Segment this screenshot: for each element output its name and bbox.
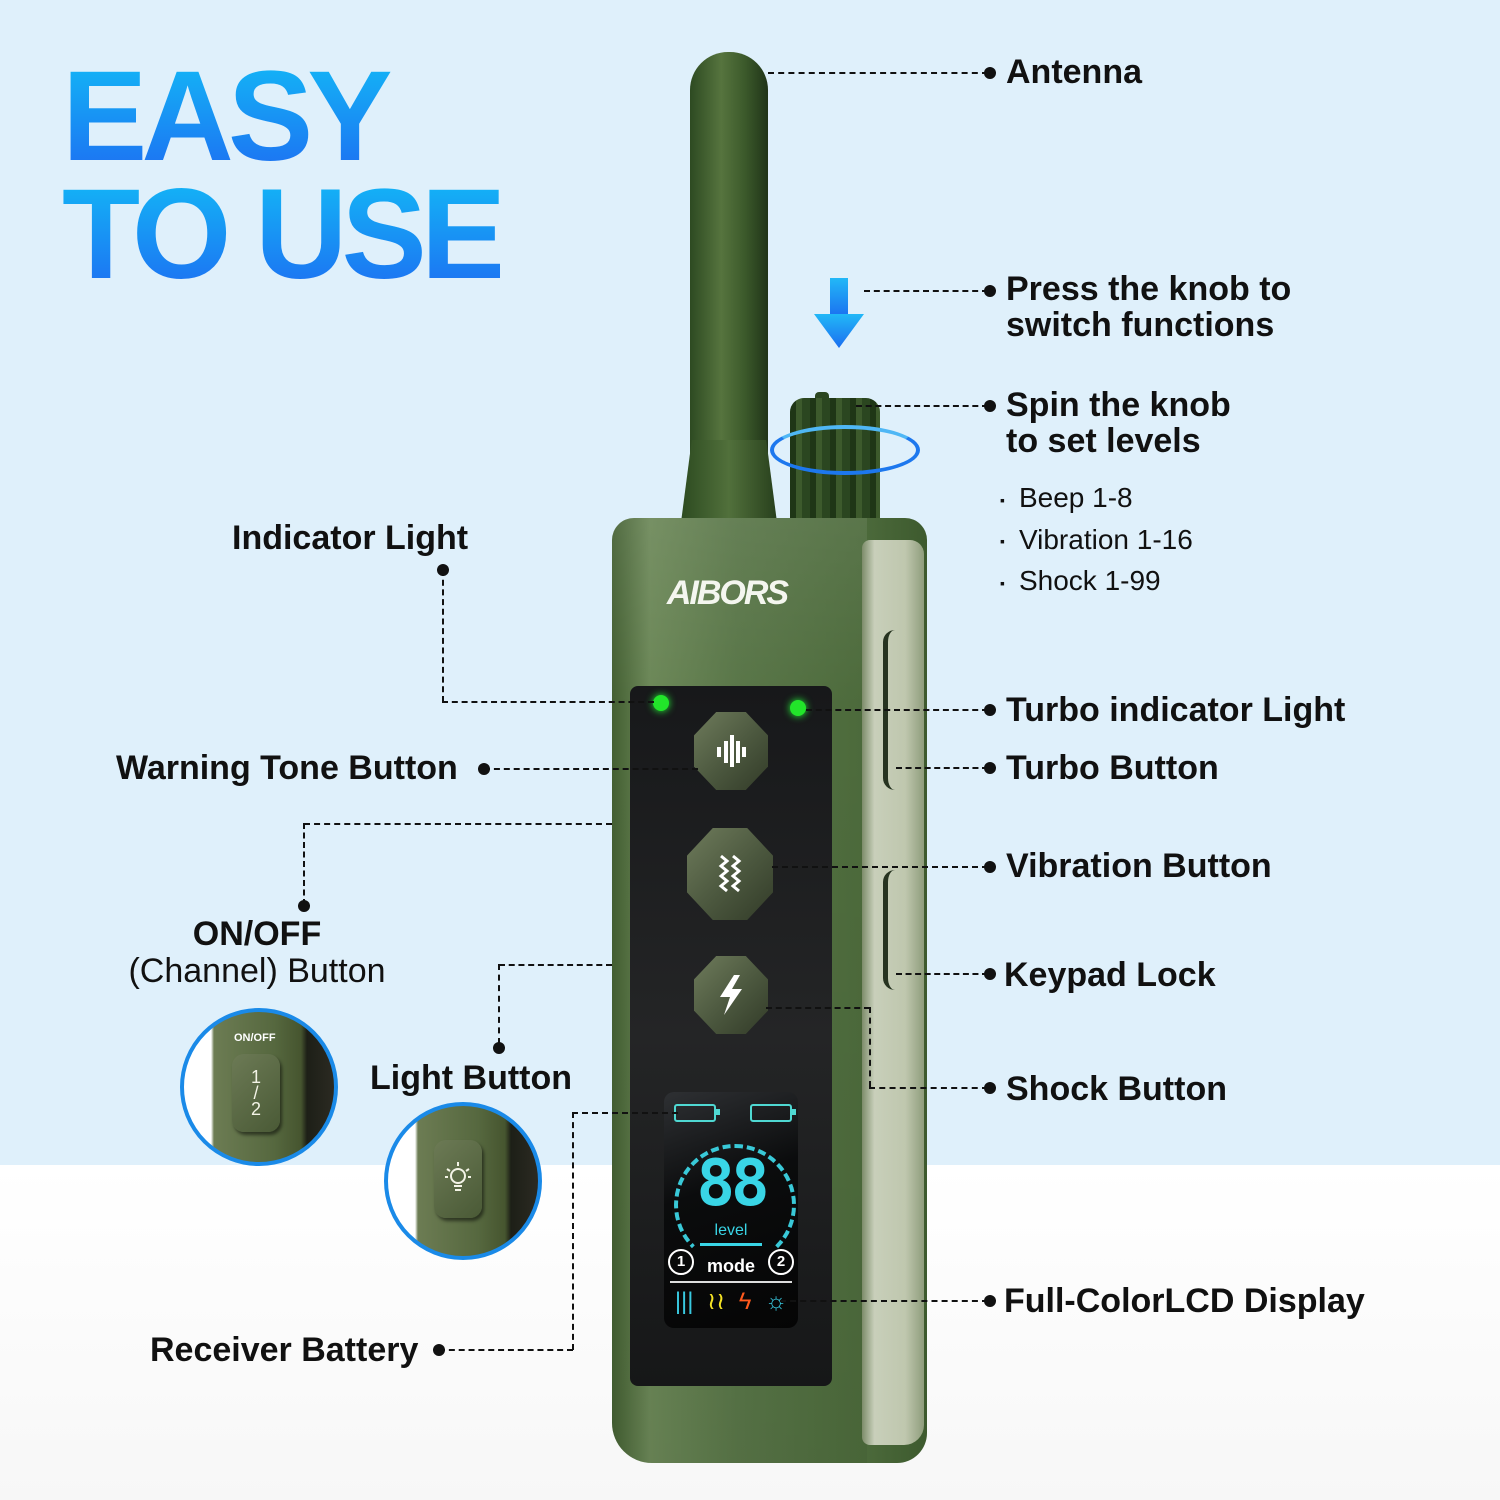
label-spin-knob-2: to set levels	[1006, 422, 1201, 460]
lcd-dot	[984, 1295, 996, 1307]
shock-leader-h1	[766, 1007, 870, 1009]
sound-wave-icon: |||	[674, 1288, 694, 1315]
headline-line-1: EASY	[62, 53, 500, 181]
vibration-button[interactable]	[687, 828, 773, 920]
light-bulb-icon	[445, 1162, 471, 1191]
label-turbo-indicator-light: Turbo indicator Light	[1006, 691, 1346, 729]
light-button[interactable]	[434, 1140, 482, 1218]
keypad-lock-dot	[984, 968, 996, 980]
label-vibration-button: Vibration Button	[1006, 847, 1272, 885]
light-button-dot	[493, 1042, 505, 1054]
receiver-battery-leader-h	[439, 1349, 573, 1351]
channel-1-text: 1	[250, 1067, 261, 1087]
level-underline	[700, 1243, 762, 1246]
turbo-button-dot	[984, 762, 996, 774]
level-range-beep: Beep 1-8	[1000, 478, 1193, 520]
receiver-battery-leader-v	[572, 1112, 574, 1350]
shock-icon: ϟ	[738, 1288, 752, 1315]
label-press-knob-2: switch functions	[1006, 306, 1275, 344]
on-off-leader-h	[304, 823, 612, 825]
antenna-base	[680, 440, 778, 530]
channel-2-text: 2	[250, 1099, 261, 1119]
label-receiver-battery: Receiver Battery	[150, 1331, 419, 1369]
on-off-inset-label: ON/OFF	[234, 1032, 276, 1044]
level-arc	[674, 1144, 796, 1266]
keypad-lock-switch[interactable]	[883, 870, 908, 990]
keypad-lock-leader	[896, 973, 988, 975]
label-keypad-lock: Keypad Lock	[1004, 956, 1216, 994]
turbo-button-leader	[896, 767, 988, 769]
label-shock-button: Shock Button	[1006, 1070, 1227, 1108]
receiver-battery-icon	[674, 1104, 720, 1122]
antenna-dot	[984, 67, 996, 79]
shock-leader-v	[869, 1007, 871, 1087]
down-arrow-icon	[814, 278, 864, 348]
on-off-leader-v	[303, 823, 305, 905]
indicator-light-leader-h	[442, 701, 654, 703]
lightning-icon	[720, 975, 742, 1015]
lcd-mode-icons: ||| ≀≀ ϟ ☼	[668, 1288, 794, 1316]
remote-battery-icon	[750, 1104, 796, 1122]
indicator-light-leader-v	[442, 570, 444, 702]
light-bulb-icon: ☼	[765, 1288, 788, 1315]
press-knob-leader	[864, 290, 988, 292]
label-indicator-light: Indicator Light	[232, 519, 469, 557]
spin-knob-leader	[856, 405, 988, 407]
antenna-leader	[768, 72, 988, 74]
warning-tone-button[interactable]	[694, 712, 768, 790]
label-spin-knob-1: Spin the knob	[1006, 386, 1231, 424]
label-on-off-1: ON/OFF	[192, 915, 322, 953]
rotate-arrow-icon	[770, 425, 920, 475]
headline-line-2: TO USE	[62, 163, 506, 306]
mode-label: mode	[706, 1256, 755, 1276]
device-side-rail	[862, 540, 924, 1445]
vibration-icon	[718, 854, 742, 893]
shock-button[interactable]	[694, 956, 768, 1034]
label-antenna: Antenna	[1006, 53, 1142, 91]
receiver-battery-leader-top	[572, 1112, 678, 1114]
warning-tone-leader	[484, 768, 698, 770]
label-turbo-button: Turbo Button	[1006, 749, 1219, 787]
mode-underline	[670, 1281, 792, 1283]
on-off-button-inset: ON/OFF 1 / 2	[180, 1008, 338, 1166]
vibration-leader	[772, 866, 988, 868]
label-warning-tone-button: Warning Tone Button	[116, 749, 458, 787]
on-off-dot	[298, 900, 310, 912]
level-label: level	[714, 1222, 748, 1239]
fraction-slash: /	[253, 1083, 259, 1103]
spin-knob-dot	[984, 400, 996, 412]
light-button-leader-v	[498, 964, 500, 1044]
light-button-inset	[384, 1102, 542, 1260]
shock-dot	[984, 1082, 996, 1094]
label-press-knob-1: Press the knob to	[1006, 270, 1292, 308]
headline: EASY TO USE	[62, 53, 506, 306]
light-button-leader-h	[499, 964, 612, 966]
label-lcd-display: Full-ColorLCD Display	[1004, 1282, 1365, 1320]
channel-1-indicator: 1	[668, 1249, 694, 1275]
lcd-leader	[780, 1300, 988, 1302]
press-knob-dot	[984, 285, 996, 297]
turbo-indicator-dot	[984, 704, 996, 716]
lcd-display: 88 level 1 mode 2 ||| ≀≀ ϟ ☼	[664, 1092, 798, 1328]
label-light-button: Light Button	[370, 1059, 573, 1097]
vibration-dot	[984, 861, 996, 873]
on-off-channel-button[interactable]: 1 / 2	[232, 1054, 280, 1132]
level-range-shock: Shock 1-99	[1000, 561, 1193, 603]
knob-nub	[815, 392, 829, 402]
level-range-vibration: Vibration 1-16	[1000, 520, 1193, 562]
shock-leader-h2	[869, 1087, 988, 1089]
indicator-light	[653, 695, 669, 711]
turbo-indicator-light	[790, 700, 806, 716]
turbo-indicator-leader	[806, 709, 988, 711]
channel-2-indicator: 2	[768, 1249, 794, 1275]
vibration-icon: ≀≀	[707, 1288, 726, 1315]
label-on-off-2: (Channel) Button	[128, 952, 386, 990]
level-digits: 88	[696, 1147, 769, 1221]
sound-wave-icon	[717, 735, 746, 767]
brand-logo: AIBORS	[666, 574, 789, 612]
level-ranges-list: Beep 1-8 Vibration 1-16 Shock 1-99	[1000, 478, 1193, 603]
